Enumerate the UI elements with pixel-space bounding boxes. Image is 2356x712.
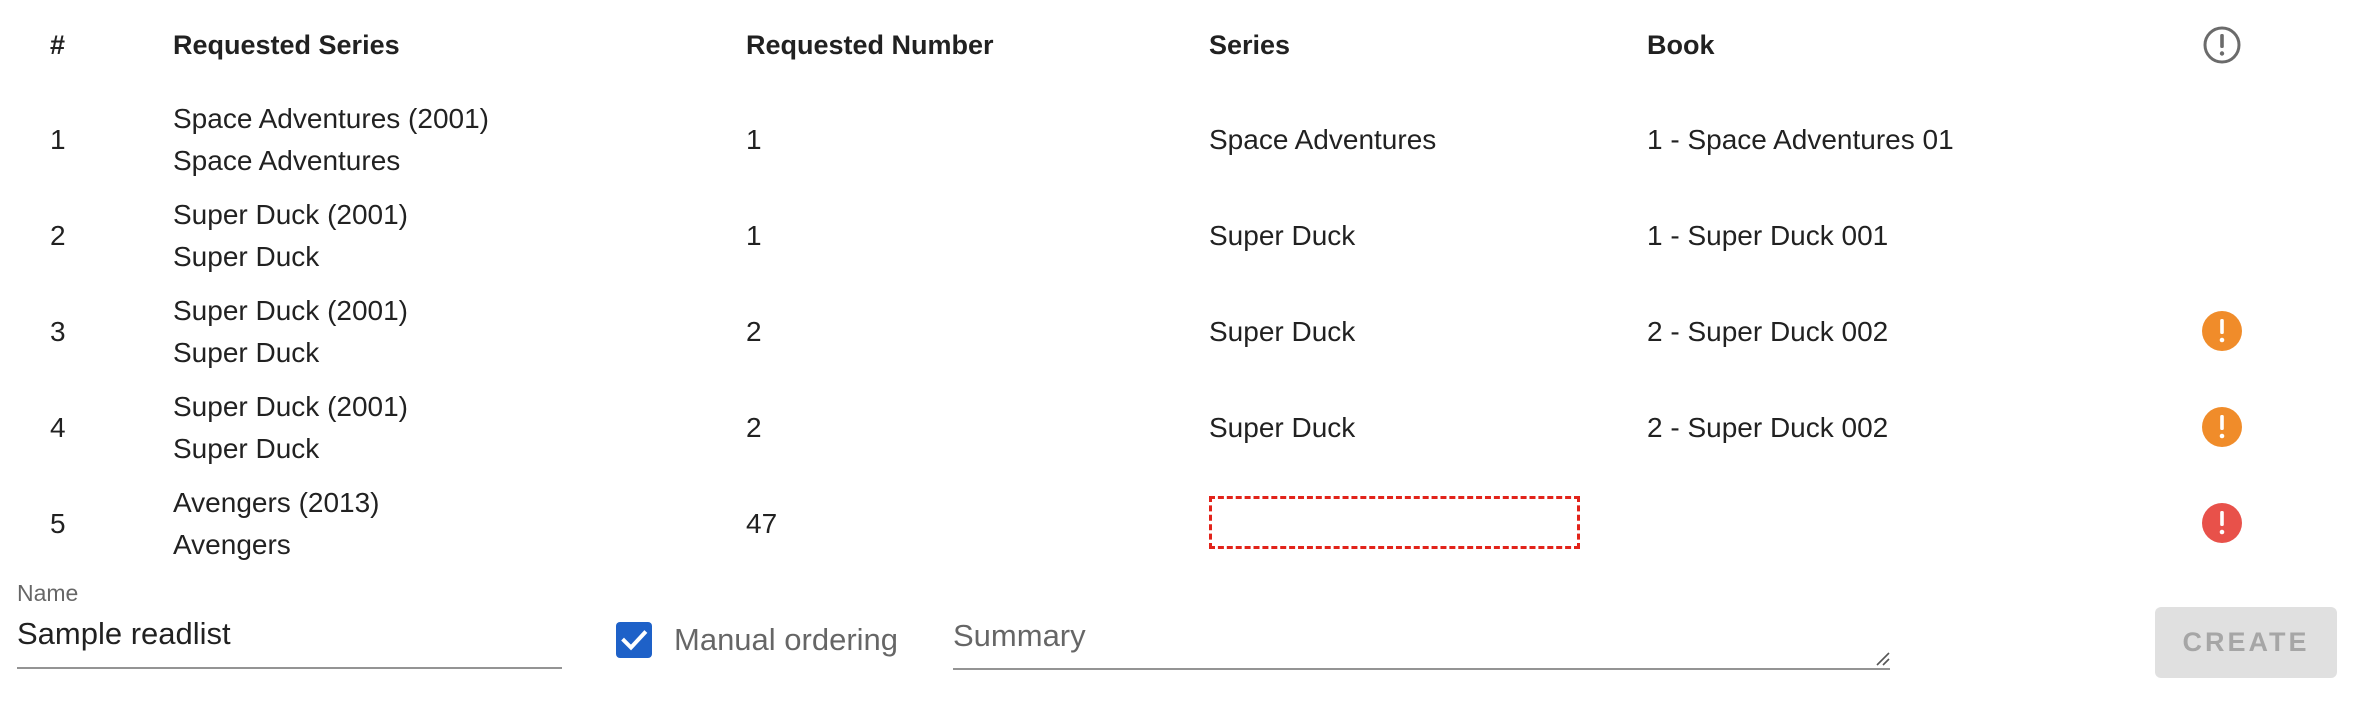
requested-series-name: Space Adventures bbox=[173, 145, 401, 176]
header-requested-number: Requested Number bbox=[746, 30, 994, 60]
row-index: 2 bbox=[50, 220, 66, 251]
table-header: # Requested Series Requested Number Seri… bbox=[0, 0, 2356, 90]
name-underline bbox=[17, 667, 562, 669]
warning-icon[interactable] bbox=[2202, 311, 2242, 351]
requested-series-title: Super Duck (2001) bbox=[173, 391, 409, 422]
requested-number: 2 bbox=[746, 412, 762, 443]
requested-series-cell: Super Duck (2001) Super Duck bbox=[173, 194, 408, 278]
requested-series-title: Super Duck (2001) bbox=[173, 295, 409, 326]
manual-ordering-checkbox[interactable] bbox=[616, 622, 652, 658]
summary-underline bbox=[953, 668, 1890, 670]
requested-number: 47 bbox=[746, 508, 778, 539]
manual-ordering-label[interactable]: Manual ordering bbox=[674, 622, 899, 657]
requested-series-title: Super Duck (2001) bbox=[173, 199, 409, 230]
resize-handle-icon[interactable] bbox=[1874, 650, 1890, 666]
create-button[interactable]: CREATE bbox=[2155, 607, 2337, 678]
series-select[interactable]: Super Duck bbox=[1209, 412, 1356, 443]
requested-number: 1 bbox=[746, 124, 762, 155]
row-index: 4 bbox=[50, 412, 66, 443]
requested-series-cell: Space Adventures (2001) Space Adventures bbox=[173, 98, 489, 182]
name-field[interactable]: Name Sample readlist bbox=[17, 578, 562, 670]
book-select[interactable]: 1 - Super Duck 001 bbox=[1647, 220, 1889, 251]
series-select[interactable]: Space Adventures bbox=[1209, 124, 1437, 155]
warning-icon[interactable] bbox=[2202, 407, 2242, 447]
series-select[interactable]: Super Duck bbox=[1209, 316, 1356, 347]
error-icon[interactable] bbox=[2202, 503, 2242, 543]
requested-series-title: Space Adventures (2001) bbox=[173, 103, 489, 134]
book-select[interactable]: 2 - Super Duck 002 bbox=[1647, 316, 1889, 347]
header-index: # bbox=[50, 30, 66, 60]
table-row: 1 Space Adventures (2001) Space Adventur… bbox=[0, 92, 2356, 188]
requested-number: 2 bbox=[746, 316, 762, 347]
requested-series-cell: Super Duck (2001) Super Duck bbox=[173, 386, 408, 470]
book-select[interactable]: 2 - Super Duck 002 bbox=[1647, 412, 1889, 443]
book-select[interactable]: 1 - Space Adventures 01 bbox=[1647, 124, 1954, 155]
requested-series-title: Avengers (2013) bbox=[173, 487, 380, 518]
requested-series-name: Super Duck bbox=[173, 241, 320, 272]
table-row: 3 Super Duck (2001) Super Duck 2 Super D… bbox=[0, 284, 2356, 380]
summary-placeholder: Summary bbox=[953, 618, 1086, 653]
row-index: 3 bbox=[50, 316, 66, 347]
requested-series-cell: Avengers (2013) Avengers bbox=[173, 482, 380, 566]
row-index: 5 bbox=[50, 508, 66, 539]
table-row: 4 Super Duck (2001) Super Duck 2 Super D… bbox=[0, 380, 2356, 476]
requested-number: 1 bbox=[746, 220, 762, 251]
header-series: Series bbox=[1209, 30, 1291, 60]
table-row: 2 Super Duck (2001) Super Duck 1 Super D… bbox=[0, 188, 2356, 284]
requested-series-name: Super Duck bbox=[173, 433, 320, 464]
requested-series-cell: Super Duck (2001) Super Duck bbox=[173, 290, 408, 374]
summary-textarea[interactable]: Summary bbox=[953, 600, 1890, 670]
checkmark-icon bbox=[621, 630, 648, 651]
row-index: 1 bbox=[50, 124, 66, 155]
series-select[interactable]: Super Duck bbox=[1209, 220, 1356, 251]
info-circle-icon bbox=[2203, 26, 2241, 64]
requested-series-name: Avengers bbox=[173, 529, 291, 560]
name-input[interactable]: Sample readlist bbox=[17, 616, 231, 651]
header-book: Book bbox=[1647, 30, 1715, 60]
series-select-missing[interactable] bbox=[1209, 496, 1580, 549]
name-label: Name bbox=[17, 580, 79, 606]
requested-series-name: Super Duck bbox=[173, 337, 320, 368]
table-row: 5 Avengers (2013) Avengers 47 bbox=[0, 476, 2356, 572]
header-requested-series: Requested Series bbox=[173, 30, 400, 60]
